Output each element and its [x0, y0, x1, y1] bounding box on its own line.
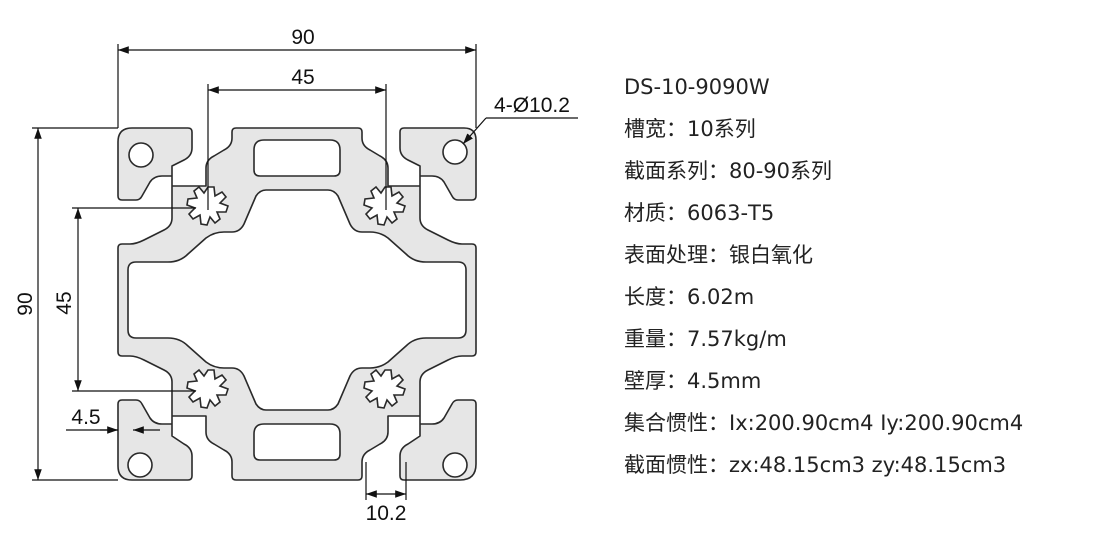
spec-wall-thickness: 壁厚：4.5mm: [624, 369, 762, 393]
dim-text-45-top: 45: [291, 66, 314, 89]
core-hole-tr: [363, 185, 407, 226]
corner-hole-br: [442, 452, 468, 478]
core-holes: [186, 185, 407, 409]
dimension-lines: [32, 44, 578, 500]
core-hole-br: [363, 368, 407, 409]
dim-text-10-2: 10.2: [366, 502, 407, 525]
dim-text-hole-callout: 4-Ø10.2: [494, 94, 570, 117]
corner-hole-tr: [442, 139, 468, 165]
spec-model: DS-10-9090W: [624, 75, 770, 99]
core-hole-bl: [186, 368, 230, 409]
inner-pocket: [253, 139, 341, 177]
corner-holes: [127, 139, 468, 478]
spec-surface: 表面处理：银白氧化: [624, 243, 813, 267]
profile-section: [117, 127, 477, 481]
spec-section-modulus: 截面惯性：zx:48.15cm3 zy:48.15cm3: [624, 453, 1007, 477]
profile-drawing: 90 45 90 45 4-Ø10.2 4.5 10.2: [14, 26, 578, 525]
spec-slot-width: 槽宽：10系列: [624, 117, 756, 141]
inner-pocket-bottom: [253, 423, 341, 461]
corner-hole-tl: [128, 142, 154, 168]
corner-hole-bl: [127, 452, 153, 478]
dim-text-90-left: 90: [14, 292, 37, 315]
spec-length: 长度：6.02m: [624, 285, 755, 309]
leader-hole-callout-2: [462, 117, 487, 145]
dim-text-4-5: 4.5: [71, 406, 100, 429]
spec-list: DS-10-9090W 槽宽：10系列 截面系列：80-90系列 材质：6063…: [624, 70, 1023, 490]
dim-text-45-left: 45: [53, 291, 76, 314]
spec-moment-of-inertia: 集合惯性：Ix:200.90cm4 Iy:200.90cm4: [624, 411, 1024, 435]
spec-weight: 重量：7.57kg/m: [624, 327, 787, 351]
spec-section-series: 截面系列：80-90系列: [624, 159, 833, 183]
dim-text-90-top: 90: [291, 26, 314, 49]
spec-material: 材质：6063-T5: [624, 201, 775, 225]
